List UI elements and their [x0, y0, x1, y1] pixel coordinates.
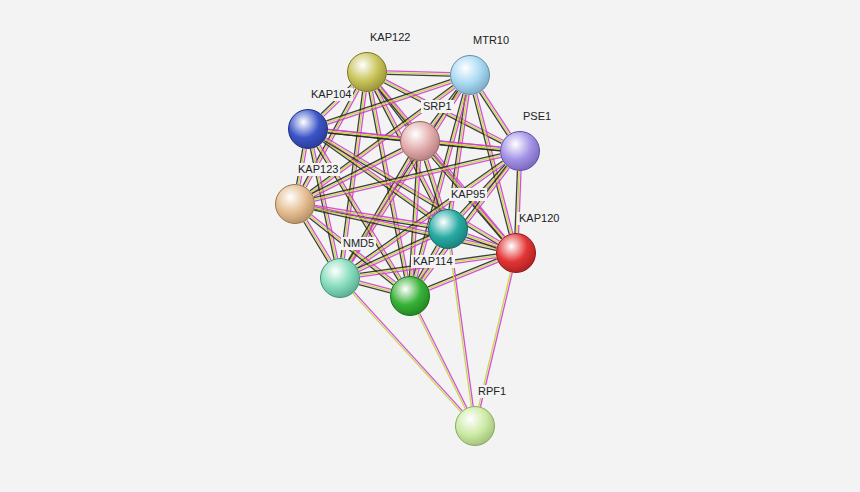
node-label: KAP104 — [309, 88, 353, 101]
protein-node: KAP122 — [347, 52, 387, 92]
evidence-line — [482, 91, 510, 134]
evidence-line — [428, 160, 444, 210]
interaction-edge — [314, 205, 428, 227]
node-label: KAP123 — [296, 163, 340, 176]
evidence-line — [360, 281, 391, 289]
evidence-line — [467, 236, 497, 247]
node-label: SRP1 — [421, 100, 454, 113]
evidence-line — [359, 283, 390, 291]
protein-node: NMD5 — [320, 258, 360, 298]
interaction-edge — [304, 220, 331, 262]
interaction-edge — [355, 161, 504, 268]
interaction-edge — [314, 154, 501, 201]
evidence-line — [315, 157, 501, 201]
protein-node: RPF1 — [455, 406, 495, 446]
interaction-edge — [466, 234, 497, 248]
protein-node: PSE1 — [500, 131, 540, 171]
protein-node: KAP123 — [275, 184, 315, 224]
node-label: PSE1 — [521, 110, 553, 123]
evidence-line — [355, 161, 502, 265]
protein-node: SRP1 — [400, 121, 440, 161]
evidence-line — [387, 74, 450, 76]
node-label: NMD5 — [341, 237, 376, 250]
evidence-line — [440, 145, 500, 151]
protein-node: MTR10 — [450, 55, 490, 95]
protein-node: KAP104 — [288, 109, 328, 149]
evidence-line — [360, 256, 496, 275]
evidence-line — [420, 313, 467, 407]
node-label: KAP120 — [517, 212, 561, 225]
node-label: KAP122 — [368, 31, 412, 44]
node-label: KAP114 — [411, 255, 455, 268]
evidence-line — [450, 249, 472, 406]
evidence-line — [314, 210, 496, 250]
evidence-line — [359, 285, 390, 293]
evidence-line — [452, 249, 474, 406]
evidence-line — [356, 163, 503, 267]
evidence-line — [466, 237, 496, 248]
protein-node: KAP114 — [390, 276, 430, 316]
evidence-line — [360, 254, 496, 273]
evidence-line — [418, 314, 465, 408]
interaction-edge — [314, 207, 497, 251]
node-label: RPF1 — [476, 385, 508, 398]
protein-node: KAP120 — [496, 233, 536, 273]
interaction-edge — [440, 141, 501, 151]
interaction-edge — [418, 313, 467, 408]
interaction-edge — [359, 281, 391, 293]
interaction-edge — [360, 254, 497, 277]
interaction-edge — [387, 71, 450, 76]
node-label: MTR10 — [471, 34, 511, 47]
node-label: KAP95 — [449, 188, 487, 201]
interaction-edge — [450, 249, 473, 407]
protein-node: KAP95 — [428, 209, 468, 249]
